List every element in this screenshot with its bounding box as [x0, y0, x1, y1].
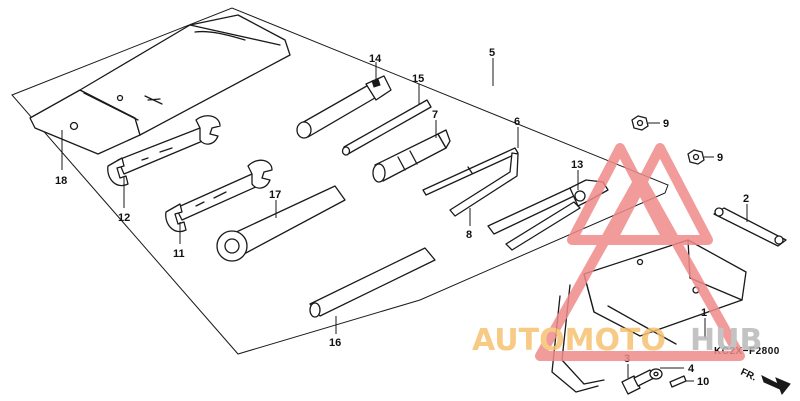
washer — [649, 368, 663, 380]
hex-key — [449, 152, 519, 217]
pliers — [487, 179, 609, 251]
wrench-11 — [165, 159, 273, 233]
callout-18: 18 — [55, 175, 67, 187]
direction-label: FR. — [739, 367, 758, 384]
front-arrow — [761, 375, 791, 395]
screwdriver-shaft — [422, 147, 519, 196]
rod — [341, 99, 432, 156]
spark-plug-wrench — [216, 185, 346, 262]
pin — [669, 375, 687, 388]
callout-2: 2 — [743, 193, 749, 205]
watermark-word-1: AUTOMOTO — [472, 323, 666, 358]
screwdriver-handle — [372, 129, 451, 183]
callout-13: 13 — [571, 159, 583, 171]
callout-16: 16 — [329, 337, 341, 349]
callout-1: 1 — [701, 307, 707, 319]
callout-7: 7 — [432, 109, 438, 121]
figure-code: KC2X−F2800 — [714, 346, 780, 357]
callout-8: 8 — [466, 229, 472, 241]
callout-17: 17 — [269, 189, 281, 201]
callout-11: 11 — [173, 248, 185, 260]
nut-lower — [687, 149, 705, 165]
callout-12: 12 — [118, 212, 130, 224]
callout-9-lower: 9 — [717, 152, 723, 164]
box-wrench — [296, 75, 392, 139]
callout-15: 15 — [412, 73, 424, 85]
callout-9-upper: 9 — [663, 118, 669, 130]
callout-14: 14 — [369, 53, 382, 65]
nut-upper — [631, 115, 649, 131]
watermark-word-2: HUB — [690, 323, 762, 358]
leader-lines — [61, 58, 748, 382]
tool-bag — [29, 14, 291, 155]
watermark-logo: AUTOMOTO HUB — [472, 143, 762, 361]
callout-4: 4 — [688, 363, 695, 375]
toolkit-outline — [11, 7, 669, 355]
callout-10: 10 — [697, 376, 709, 388]
callout-5: 5 — [489, 47, 495, 59]
bolt — [621, 369, 655, 395]
callout-6: 6 — [514, 116, 520, 128]
grip-handle — [309, 247, 436, 318]
holder-strap — [713, 207, 787, 247]
